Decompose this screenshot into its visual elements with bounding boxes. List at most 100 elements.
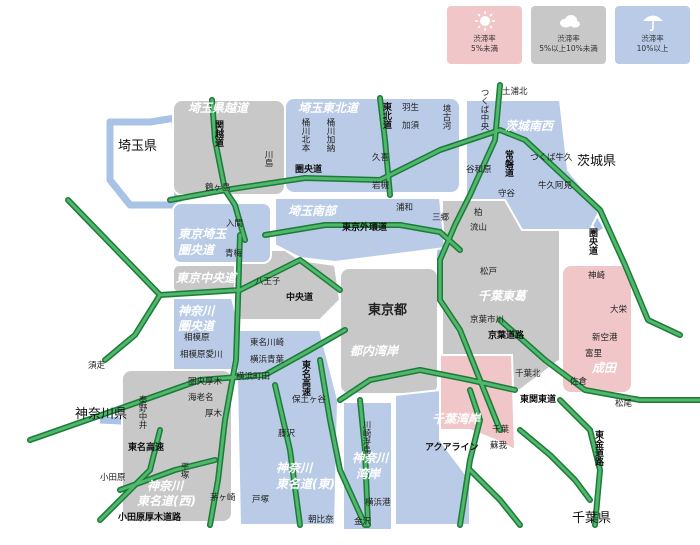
label-kanagawa-tomei-1: 神奈川 <box>276 461 314 475</box>
road-higashikanto: 東関東道 <box>520 393 556 405</box>
place-yokohamamachida: 横浜町田 <box>236 371 270 382</box>
place-ebina: 海老名 <box>188 392 214 403</box>
place-soga: 蘇我 <box>490 440 508 451</box>
region-saitama-nanbu <box>274 197 447 264</box>
place-hanyu: 羽生 <box>402 102 420 113</box>
place-hodogaya: 保土ヶ谷 <box>292 394 327 405</box>
label-kanagawa-tomei-2: 東名道(東) <box>276 477 335 491</box>
place-kazo: 加須 <box>402 120 420 131</box>
place-tomisato: 富里 <box>585 348 603 359</box>
label-kanagawa-ken-1: 神奈川 <box>178 304 216 318</box>
place-sagamihara: 相模原 <box>184 332 210 343</box>
label-saitama-nanbu: 埼玉南部 <box>288 204 338 218</box>
label-kanagawa-wangan-2: 湾岸 <box>356 467 382 481</box>
legend-high: 渋滞率 10%以上 <box>615 6 690 64</box>
label-tokyo-chuo: 東京中央道 <box>176 271 238 285</box>
place-odawara: 小田原 <box>100 472 126 483</box>
place-asahina: 朝比奈 <box>308 514 334 525</box>
road-labels: 関越道 東北道 常磐道 圏央道 圏央道 東京外環道 中央道 東名高速 東関東道 … <box>117 101 605 523</box>
place-chibakita: 千葉北 <box>515 368 541 379</box>
place-kanazawa: 金沢 <box>354 516 372 527</box>
legend-mid-range: 5%以上10%未満 <box>539 44 598 53</box>
legend-low-range: 5%未満 <box>471 44 498 53</box>
label-kanagawa-tomei-w-2: 東名道(西) <box>137 494 196 508</box>
prefecture-labels: 埼玉県 茨城県 神奈川県 千葉県 <box>75 139 616 526</box>
place-hachioji: 八王子 <box>255 277 281 287</box>
place-ushiku: 牛久阿見 <box>538 180 573 191</box>
road-togane: 東金道路 <box>593 429 605 467</box>
place-ome: 青梅 <box>225 248 243 259</box>
place-nagareyama: 流山 <box>470 222 487 233</box>
place-hadano: 秦野中井 <box>137 394 147 430</box>
place-kashiwa: 柏 <box>474 207 483 218</box>
place-misato: 三郷 <box>432 213 450 223</box>
label-saitama-tohoku: 埼玉東北道 <box>298 101 360 115</box>
legend-mid-title: 渋滞率 <box>557 34 580 43</box>
place-shinkuko: 新空港 <box>592 332 618 343</box>
pref-kanagawa: 神奈川県 <box>75 407 127 422</box>
road-aqua: アクアライン <box>425 442 479 453</box>
label-ibaraki-nansei: 茨城南西 <box>505 119 555 133</box>
label-tokyo-city: 東京都 <box>368 302 407 318</box>
place-fujisawa: 藤沢 <box>278 428 296 439</box>
road-tomei: 東名高速 <box>128 441 164 453</box>
label-kanagawa-tomei-w-1: 神奈川 <box>147 479 185 493</box>
sun-icon <box>474 11 495 31</box>
place-labels: 川島 鶴ヶ島 入間 青梅 羽生 加須 久喜 岩槻 桶川北本 桶川加納 境古河 つ… <box>88 86 633 527</box>
place-tsukuba: つくば中央 <box>479 88 489 131</box>
place-moriya: 守谷 <box>498 188 516 199</box>
place-matsuo: 松尾 <box>615 398 633 409</box>
label-chiba-narita: 成田 <box>591 361 618 375</box>
place-ichikawa: 京葉市川 <box>470 314 504 325</box>
road-kenou-n: 圏央道 <box>295 163 322 175</box>
legend-high-range: 10%以上 <box>636 44 669 53</box>
place-kawasaki: 川崎浮島 <box>361 420 371 455</box>
place-iruma: 入間 <box>226 219 243 229</box>
pref-chiba: 千葉県 <box>572 511 611 526</box>
road-kanetsu: 関越道 <box>213 120 225 148</box>
place-atsugi: 厚木 <box>205 408 223 419</box>
label-kanagawa-wangan-1: 神奈川 <box>352 451 390 465</box>
pref-ibaraki: 茨城県 <box>577 154 616 169</box>
place-sagamihara-aikawa: 相模原愛川 <box>180 349 223 360</box>
label-chiba-tokatsu: 千葉東葛 <box>478 289 528 303</box>
place-kozaki: 神崎 <box>588 270 606 281</box>
place-yawara: 谷和原 <box>466 165 492 175</box>
label-tokyo-saitama-1: 東京埼玉 <box>178 227 228 241</box>
place-kitamoto: 桶川北本 <box>300 117 310 153</box>
place-hiratsuka: 平塚 <box>179 462 189 480</box>
label-tokyo-saitama-2: 圏央道 <box>178 243 216 257</box>
place-sakai: 境古河 <box>441 103 451 129</box>
place-tomeikawasaki: 東名川崎 <box>250 337 285 348</box>
legend-mid: 渋滞率 5%以上10%未満 <box>531 6 606 64</box>
place-chiba: 千葉 <box>492 424 510 435</box>
road-joban: 常磐道 <box>503 149 515 178</box>
place-sakura: 佐倉 <box>570 376 588 387</box>
road-odawara: 小田原厚木道路 <box>117 511 182 523</box>
legend-low: 渋滞率 5%未満 <box>447 6 522 64</box>
place-yokohamaaoba: 横浜青葉 <box>250 354 285 365</box>
place-kuki: 久喜 <box>372 152 390 163</box>
road-keiyo: 京葉道路 <box>488 329 525 341</box>
place-tsuchiura: 土浦北 <box>502 86 528 97</box>
region-labels: 埼玉県越道 埼玉東北道 茨城南西 埼玉南部 東京埼玉 圏央道 東京中央道 神奈川… <box>137 101 618 508</box>
place-iwatsuki: 岩槻 <box>372 180 390 191</box>
umbrella-icon <box>642 15 663 32</box>
label-chiba-wangan: 千葉湾岸 <box>432 412 482 426</box>
place-sukanishi: 須走 <box>88 361 106 371</box>
road-tomei-kosoku: 東名高速 <box>300 359 311 397</box>
cloud-icon <box>559 15 580 28</box>
place-tsurugashima: 鶴ヶ島 <box>205 182 231 193</box>
label-saitama-kendo: 埼玉県越道 <box>188 101 250 115</box>
place-yokohama: 横浜港 <box>365 497 391 508</box>
road-tohoku: 東北道 <box>381 101 392 130</box>
place-tsukubaushiku: つくば牛久 <box>530 152 573 163</box>
place-matsudo: 松戸 <box>480 266 497 277</box>
legend-low-title: 渋滞率 <box>473 34 496 43</box>
road-chuo: 中央道 <box>286 291 313 303</box>
label-kanagawa-ken-2: 圏央道 <box>178 319 216 333</box>
label-tokyo-naikan: 都内湾岸 <box>350 344 400 358</box>
place-kenoatsugi: 圏央厚木 <box>188 376 223 387</box>
place-okegawa: 桶川加納 <box>325 117 335 153</box>
